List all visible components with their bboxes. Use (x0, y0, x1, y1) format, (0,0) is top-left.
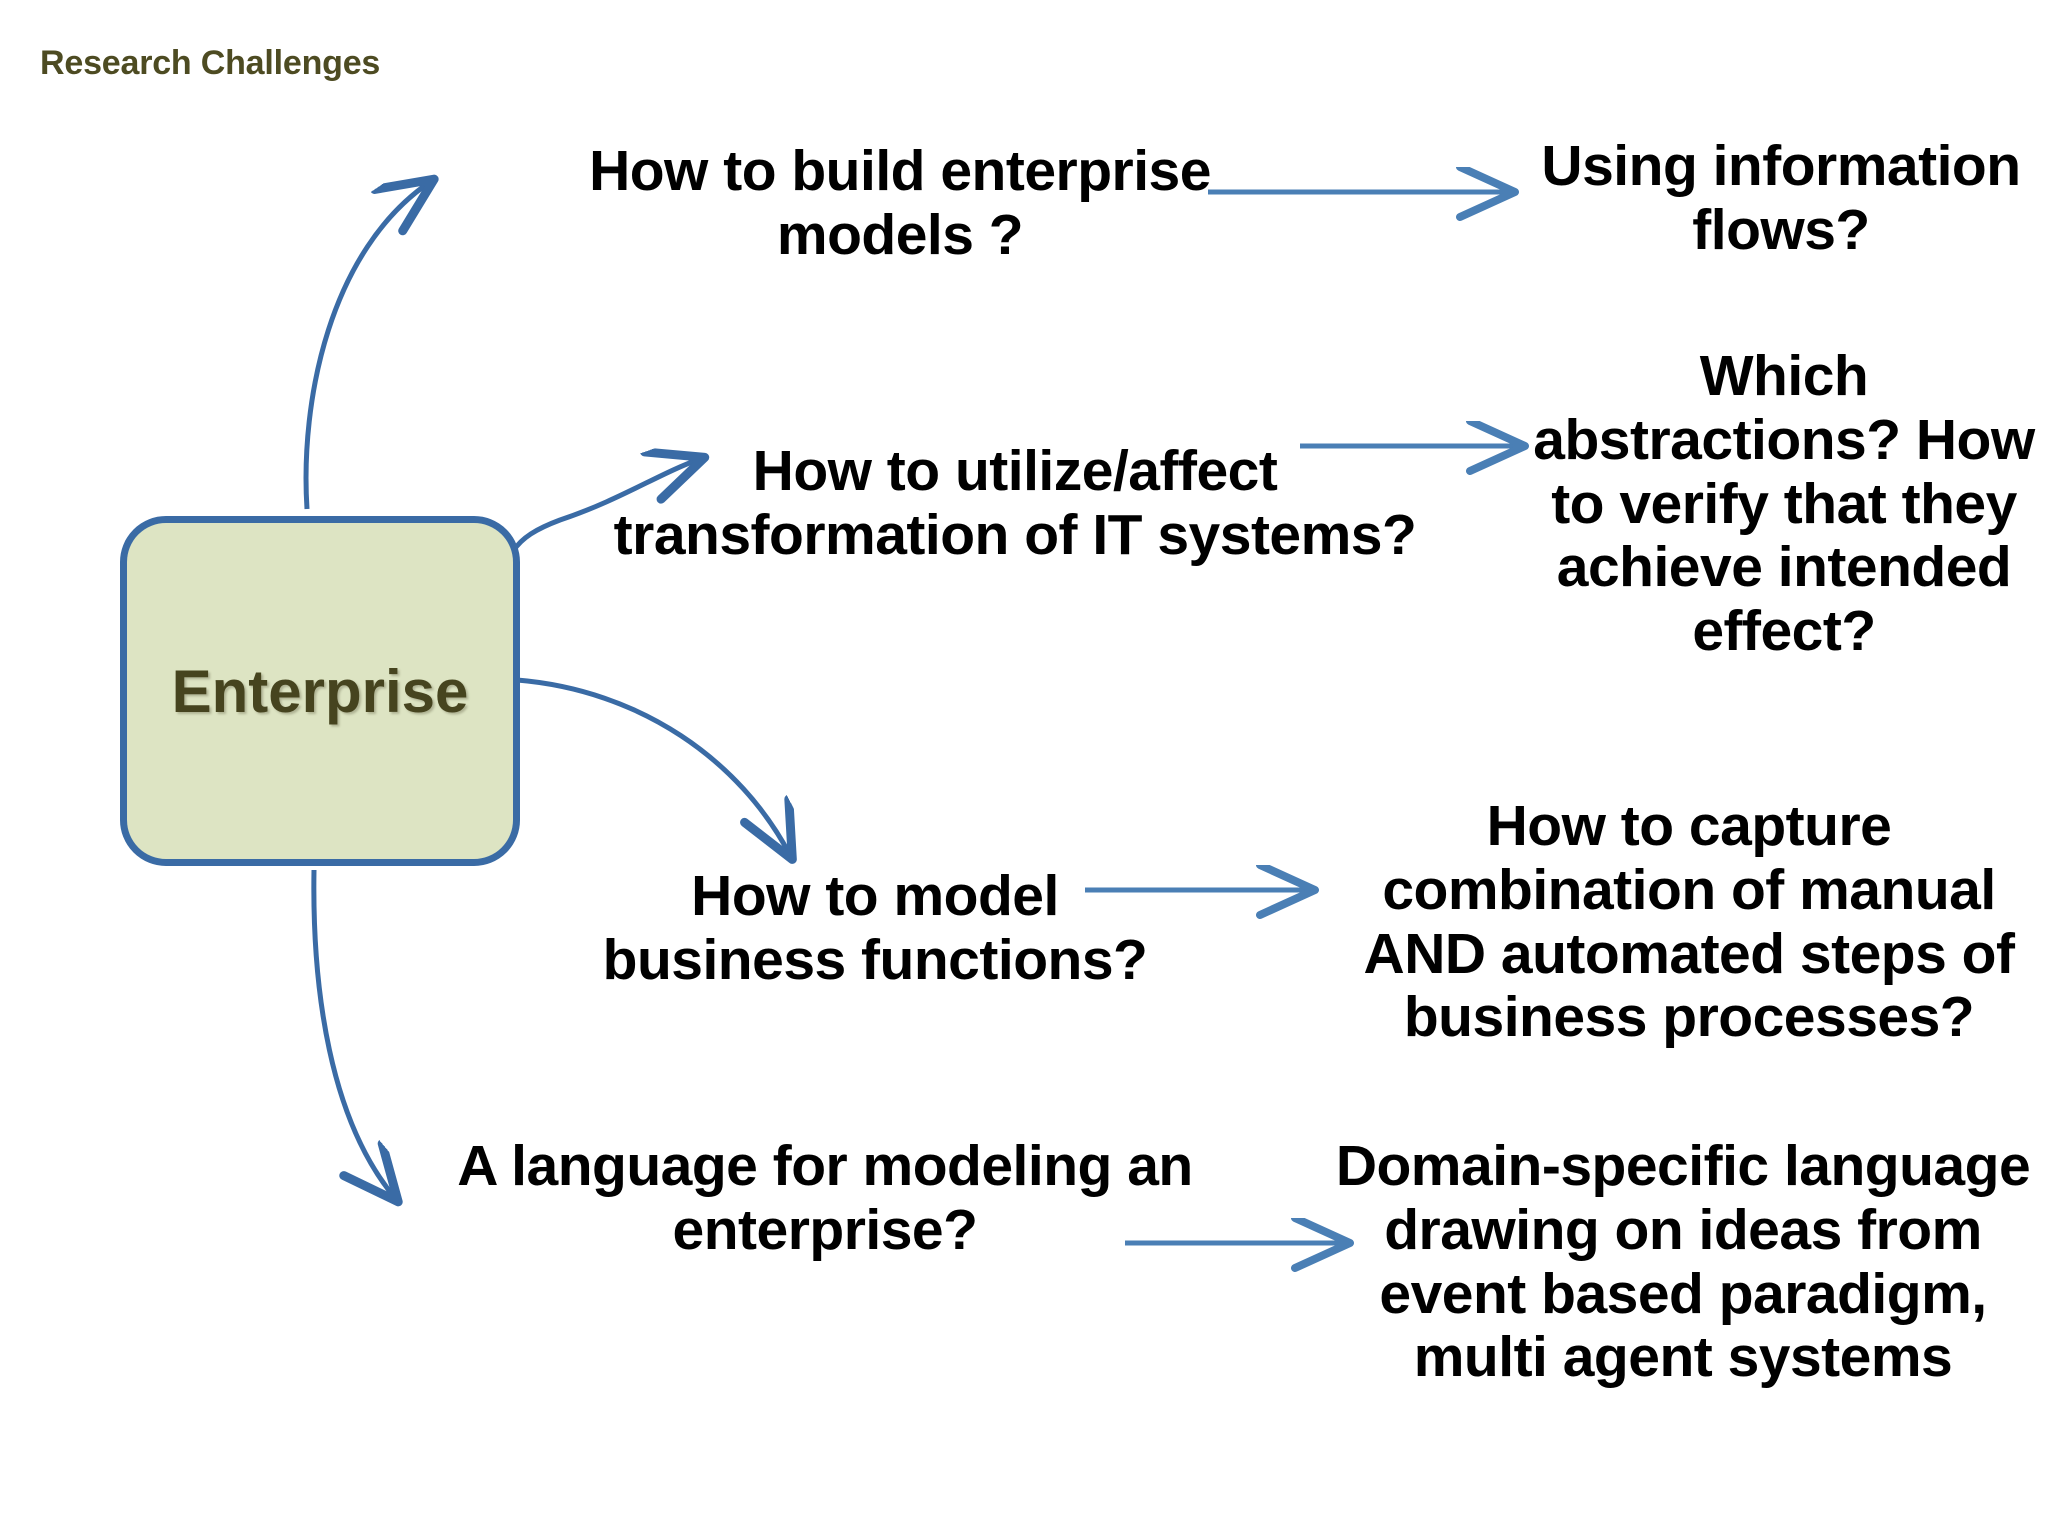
node-which-abstractions-verify-effect: Which abstractions? How to verify that t… (1533, 344, 2035, 664)
node-how-to-utilize-affect-transformation: How to utilize/affect transformation of … (613, 439, 1417, 567)
node-language-for-modeling-enterprise: A language for modeling an enterprise? (457, 1134, 1193, 1262)
connector-enterprise-to-modelbiz (516, 677, 790, 855)
node-how-to-build-enterprise-models: How to build enterprise models ? (589, 139, 1211, 267)
node-domain-specific-language: Domain-specific language drawing on idea… (1335, 1134, 2031, 1390)
enterprise-node-label: Enterprise (171, 657, 469, 725)
enterprise-node[interactable]: Enterprise (120, 516, 520, 866)
connector-enterprise-to-build (303, 182, 430, 510)
page-title: Research Challenges (40, 44, 381, 82)
node-how-to-capture-manual-automated-steps: How to capture combination of manual AND… (1363, 794, 2015, 1050)
node-using-information-flows: Using information flows? (1541, 134, 2021, 262)
connector-enterprise-to-language (311, 869, 395, 1198)
node-how-to-model-business-functions: How to model business functions? (602, 864, 1148, 992)
